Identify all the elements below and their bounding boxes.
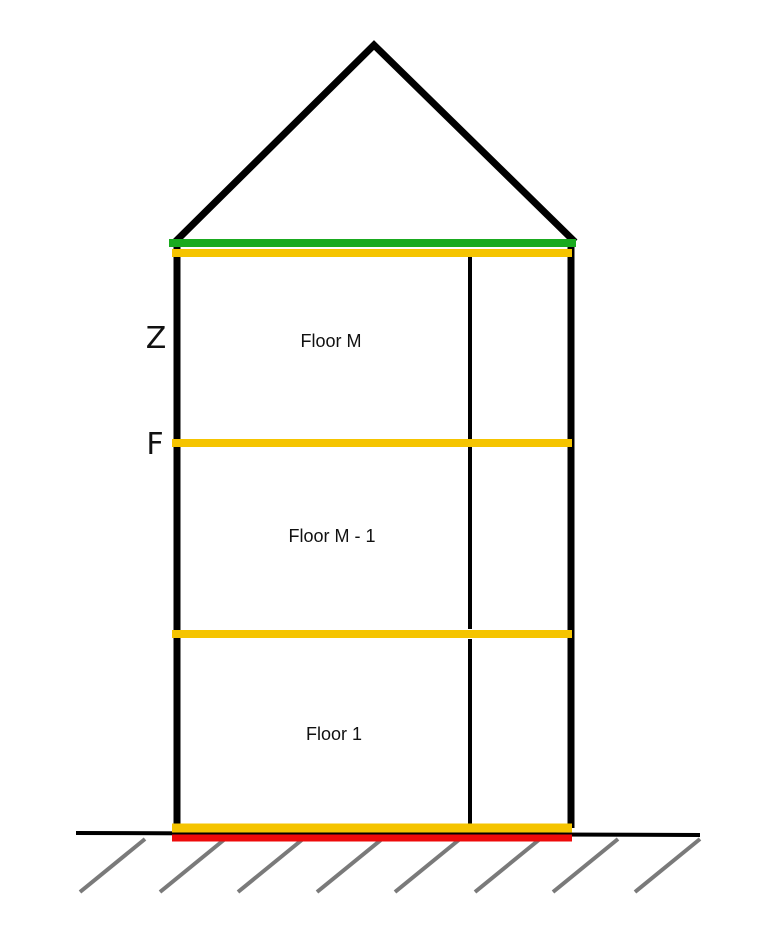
ground-hatching	[78, 837, 702, 894]
floor-label-bottom: Floor 1	[306, 724, 362, 744]
side-label-f: F	[146, 427, 163, 462]
roof	[172, 40, 578, 245]
side-label-z: Z	[146, 321, 167, 356]
floor-label-top: Floor M	[300, 331, 361, 351]
floor-label-middle: Floor M - 1	[288, 526, 375, 546]
ground-line	[75, 831, 701, 837]
